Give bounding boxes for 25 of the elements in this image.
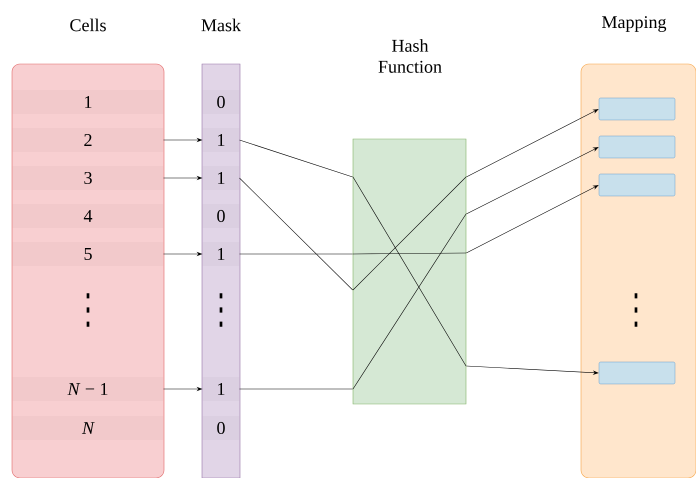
vertical-dots: ⋮ (220, 293, 222, 327)
mapping-slot (598, 136, 676, 158)
row-value: 4 (12, 204, 164, 228)
row-value: 1 (12, 90, 164, 114)
row-value: 0 (202, 90, 240, 114)
vertical-dots: ⋮ (634, 293, 638, 327)
row-value: N − 1 (12, 377, 164, 401)
mapping-slot (598, 362, 676, 384)
mapping-slot (598, 98, 676, 120)
row-value: 1 (202, 377, 240, 401)
column-heading: Cells (70, 18, 106, 32)
column-heading: Mask (202, 18, 241, 32)
row-value: 0 (202, 416, 240, 440)
vertical-dots: ⋮ (86, 293, 90, 327)
row-value: N (12, 416, 164, 440)
column-heading: Mapping (602, 16, 666, 32)
row-value: 0 (202, 204, 240, 228)
row-value: 1 (202, 166, 240, 190)
row-value: 5 (12, 242, 164, 266)
row-value: 1 (202, 128, 240, 152)
mapping-slot (598, 174, 676, 196)
row-value: 3 (12, 166, 164, 190)
row-value: 1 (202, 242, 240, 266)
row-value: 2 (12, 128, 164, 152)
column-heading: Hash Function (378, 39, 442, 73)
